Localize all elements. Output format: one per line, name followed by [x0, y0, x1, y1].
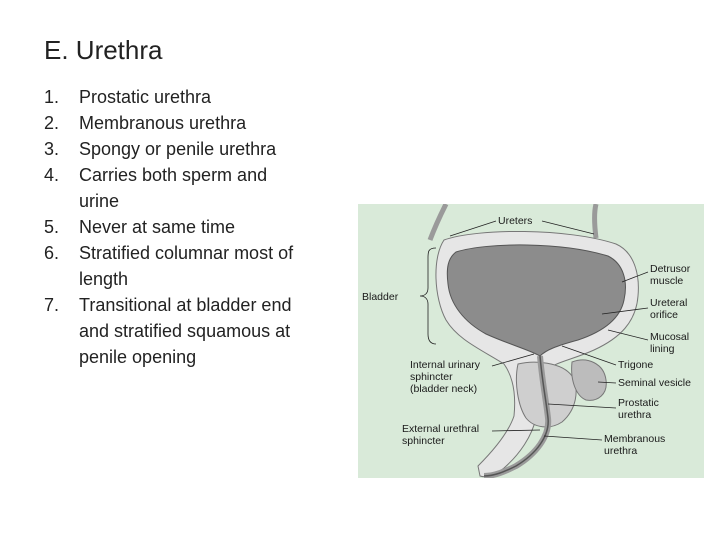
- list-number: 6.: [44, 243, 60, 263]
- bladder-bracket: [419, 247, 437, 345]
- leader-mucosal: [607, 329, 649, 341]
- label-internal-1: Internal urinary: [410, 359, 481, 371]
- list-text: Spongy or penile urethra: [79, 139, 277, 159]
- list-item: 1. Prostatic urethra: [44, 84, 306, 110]
- list-text: Carries both sperm and urine: [79, 165, 268, 211]
- label-trigone: Trigone: [618, 359, 653, 371]
- leader-seminal: [597, 381, 617, 384]
- list-number: 4.: [44, 165, 60, 185]
- list-item: 4. Carries both sperm and urine: [44, 162, 306, 214]
- list-item: 7. Transitional at bladder end and strati…: [44, 292, 306, 370]
- label-seminal: Seminal vesicle: [618, 377, 691, 389]
- label-external-2: sphincter: [402, 435, 445, 447]
- label-detrusor-1: Detrusor: [650, 263, 691, 275]
- list-text: Prostatic urethra: [79, 87, 212, 107]
- label-detrusor-2: muscle: [650, 275, 683, 287]
- leader-ureters-right: [541, 220, 595, 235]
- leader-ureteral: [601, 307, 649, 315]
- label-mucosal-1: Mucosal: [650, 331, 689, 343]
- list-item: 2. Membranous urethra: [44, 110, 306, 136]
- leader-trigone: [561, 345, 617, 366]
- list-text: Membranous urethra: [79, 113, 247, 133]
- label-membranous-1: Membranous: [604, 433, 665, 445]
- list-number: 2.: [44, 113, 60, 133]
- label-internal-3: (bladder neck): [410, 383, 477, 395]
- page-title: E. Urethra: [44, 35, 163, 65]
- list-text: Transitional at bladder end and stratifi…: [79, 295, 292, 367]
- list-number: 1.: [44, 87, 60, 107]
- list-number: 3.: [44, 139, 60, 159]
- bladder-diagram-svg: Ureters Bladder Detrusor muscle Ureteral…: [358, 204, 704, 478]
- leader-internal: [491, 353, 535, 367]
- list-number: 7.: [44, 295, 60, 315]
- seminal-vesicle: [571, 359, 607, 401]
- list-item: 3. Spongy or penile urethra: [44, 136, 306, 162]
- urethra-lumen: [483, 355, 549, 477]
- list-text: Never at same time: [79, 217, 236, 237]
- list-item: 5. Never at same time: [44, 214, 306, 240]
- list-item: 6. Stratified columnar most of length: [44, 240, 306, 292]
- label-prostatic-1: Prostatic: [618, 397, 659, 409]
- label-external-1: External urethral: [402, 423, 479, 435]
- list-text: Stratified columnar most of length: [79, 243, 294, 289]
- leader-membranous: [543, 435, 603, 441]
- label-ureteral-1: Ureteral: [650, 297, 687, 309]
- list-number: 5.: [44, 217, 60, 237]
- label-ureters: Ureters: [498, 215, 532, 227]
- bladder-diagram: Ureters Bladder Detrusor muscle Ureteral…: [358, 204, 704, 478]
- leader-prostatic: [547, 403, 617, 409]
- label-mucosal-2: lining: [650, 343, 675, 355]
- label-prostatic-2: urethra: [618, 409, 651, 421]
- leader-detrusor: [621, 271, 649, 283]
- leader-ureters-left: [449, 220, 497, 237]
- leader-external: [491, 429, 541, 432]
- label-bladder: Bladder: [362, 291, 399, 303]
- label-ureteral-2: orifice: [650, 309, 678, 321]
- bullet-list: 1. Prostatic urethra 2. Membranous urethra…: [44, 84, 306, 370]
- bladder-lumen: [446, 244, 626, 357]
- label-membranous-2: urethra: [604, 445, 637, 457]
- right-ureter: [592, 204, 599, 239]
- label-internal-2: sphincter: [410, 371, 453, 383]
- left-ureter: [427, 204, 449, 241]
